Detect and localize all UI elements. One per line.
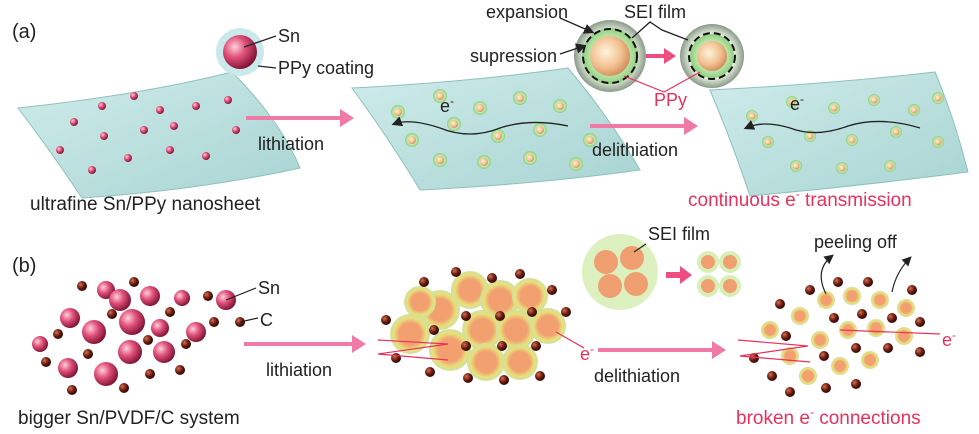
sei-film-label-b: SEI film: [648, 224, 710, 244]
legend-ppy-a: PPy coating: [278, 58, 374, 78]
electron-path-a1: [391, 116, 569, 135]
lithiation-arrow-b: [244, 335, 366, 353]
electron-path-b2: [737, 339, 811, 363]
lithiation-label-b: lithiation: [266, 360, 332, 380]
broken-cluster: [749, 277, 925, 397]
lithiated-particles-sheet2: [391, 89, 597, 171]
caption-broken: broken e- connections: [736, 405, 921, 429]
panel-b-label: (b): [12, 255, 36, 277]
delithiated-particles-sheet3: [746, 92, 944, 174]
expansion-label: expansion: [486, 2, 568, 22]
legend-sn-b: Sn: [258, 278, 280, 298]
lithiation-label-a: lithiation: [258, 134, 324, 154]
caption-ultrafine: ultrafine Sn/PPy nanosheet: [30, 194, 261, 215]
sn-c-cluster: [32, 277, 245, 395]
sei-detail-b: [582, 234, 741, 310]
electron-label-b1: e-: [580, 342, 594, 364]
delithiation-arrow-a: [590, 117, 698, 135]
ppy-label: PPy: [654, 90, 687, 110]
electron-path-b1: [377, 339, 449, 361]
delithiation-label-b: delithiation: [594, 366, 680, 386]
lithiated-cluster: [381, 267, 571, 385]
legend-sn-a: Sn: [278, 26, 300, 46]
sei-film-label-a: SEI film: [624, 2, 686, 22]
expansion-detail: [574, 20, 744, 92]
delithiation-arrow-b: [598, 341, 726, 359]
sn-ppy-particles-sheet1: [56, 92, 240, 174]
electron-label-a1: e-: [440, 94, 454, 116]
sn-core-legend: [223, 35, 257, 69]
supression-label: supression: [470, 46, 557, 66]
delithiation-label-a: delithiation: [592, 140, 678, 160]
lithiation-arrow-a: [246, 109, 354, 127]
caption-continuous: continuous e- transmission: [688, 187, 912, 211]
peeling-off-label: peeling off: [814, 232, 898, 252]
electron-label-a2: e-: [790, 92, 804, 114]
nanosheet-3: [709, 71, 969, 197]
legend-c-b: C: [260, 310, 273, 330]
electron-path-a2: [743, 120, 921, 134]
panel-a-label: (a): [12, 21, 36, 43]
caption-bigger: bigger Sn/PVDF/C system: [18, 408, 240, 429]
electron-label-b2: e-: [942, 328, 956, 350]
